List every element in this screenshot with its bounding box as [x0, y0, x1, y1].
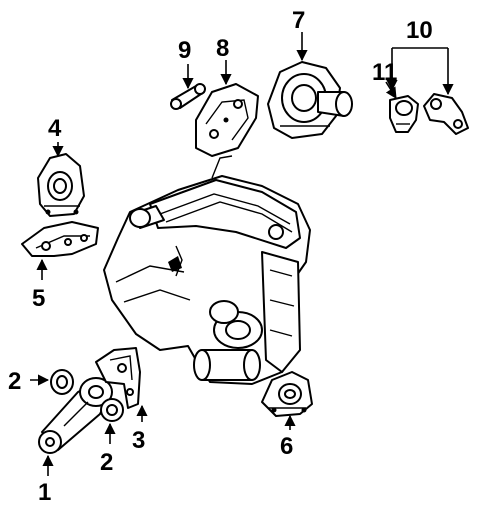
link-part-9 — [170, 83, 206, 110]
bushing-part-2-left — [50, 369, 74, 395]
callout-3: 3 — [132, 427, 145, 454]
callout-2-lower: 2 — [100, 449, 113, 476]
torque-rod-part-1 — [38, 377, 113, 454]
mount-bracket-part-10 — [423, 93, 469, 135]
engine-mount-part-6 — [261, 371, 313, 417]
callout-5: 5 — [32, 285, 45, 312]
callout-7: 7 — [292, 7, 305, 34]
engine-mount-part-7 — [267, 61, 353, 139]
callout-10: 10 — [406, 17, 433, 44]
engine-assembly — [103, 155, 311, 385]
callout-4: 4 — [48, 115, 62, 142]
callout-11: 11 — [372, 59, 397, 86]
bushing-part-11 — [389, 95, 419, 133]
callout-2-left: 2 — [8, 368, 21, 395]
engine-mount-part-4 — [37, 153, 85, 217]
bushing-part-2-lower — [100, 398, 124, 422]
mount-bracket-part-3 — [95, 347, 141, 409]
callout-1: 1 — [38, 479, 51, 506]
mount-bracket-part-5 — [21, 221, 99, 257]
callout-8: 8 — [216, 35, 229, 62]
mount-bracket-part-8 — [195, 83, 259, 157]
leader-lines — [30, 32, 454, 476]
callout-9: 9 — [178, 37, 191, 64]
callout-6: 6 — [280, 433, 293, 460]
